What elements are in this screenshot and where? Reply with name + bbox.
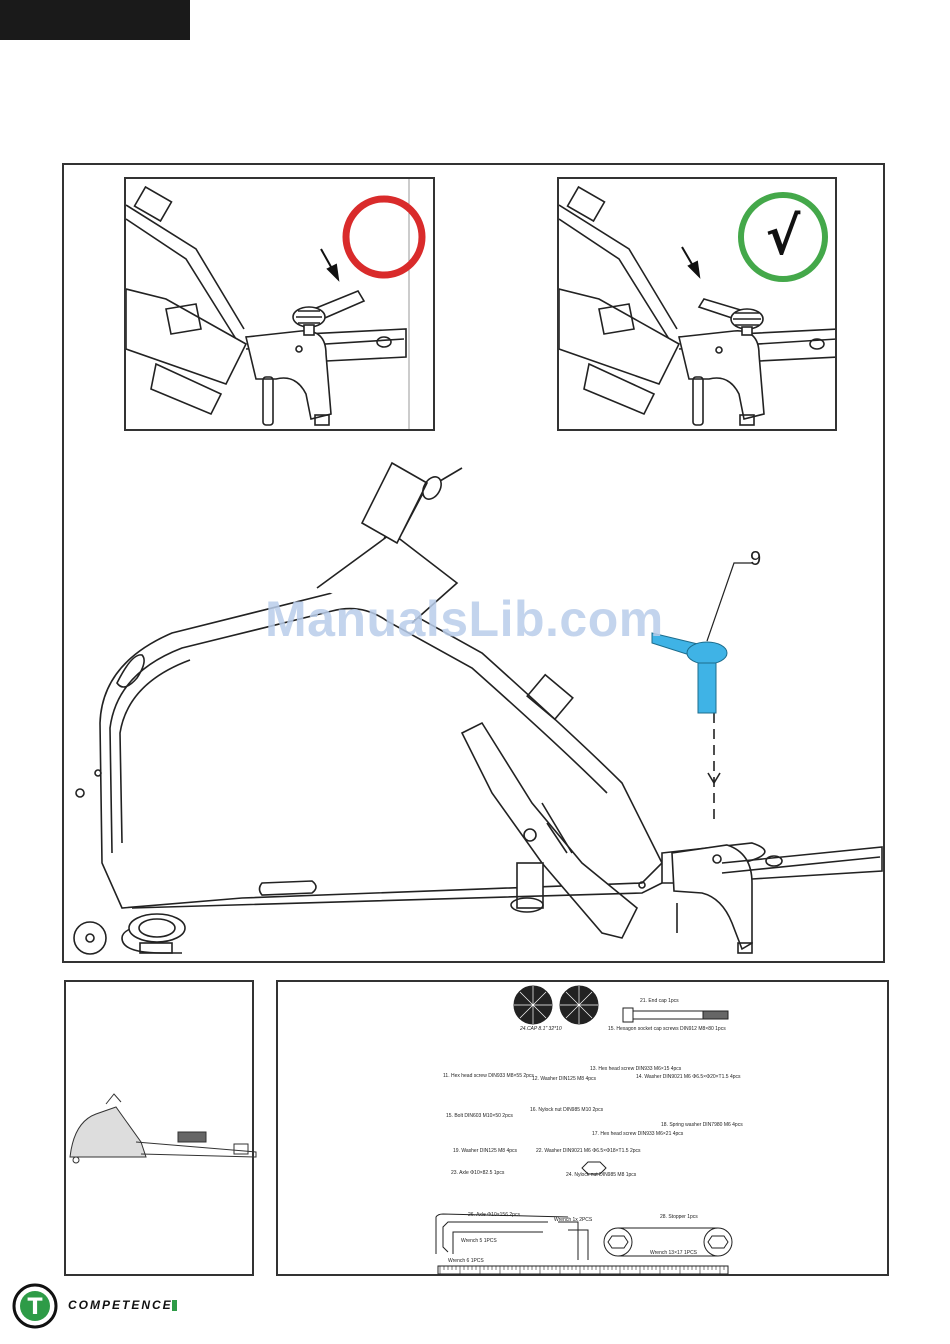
brand-logo: T <box>12 1283 58 1329</box>
main-illustration-frame <box>62 163 885 963</box>
parts-hardware-drawing <box>435 985 733 1275</box>
part-label: Wrench 1x 2PCS <box>554 1217 593 1223</box>
part-label: 15. Hexagon socket cap screws DIN912 M8×… <box>608 1026 726 1032</box>
parts-list-panel: 24.CAP 8.1" 32*10 21. End cap 1pcs 15. H… <box>276 980 889 1276</box>
part-label: 23. Axle Φ10×82.5 1pcs <box>451 1170 505 1176</box>
incorrect-detail-drawing <box>126 179 426 429</box>
part-label: Wrench 5 1PCS <box>461 1238 497 1244</box>
rower-assembly-drawing <box>73 461 883 955</box>
part-label: 22. Washer DIN9021 M6 Φ6.5×Φ18×T1.5 2pcs <box>536 1148 641 1154</box>
part-label: 11. Hex head screw DIN933 M8×55 2pcs <box>443 1073 534 1079</box>
correct-detail-drawing: √ <box>559 185 835 426</box>
watermark: ManualsLib.com <box>265 591 664 647</box>
part-label: 18. Spring washer DIN7980 M6 4pcs <box>661 1122 743 1128</box>
part-label: 24. Nylock nut DIN985 M8 1pcs <box>566 1172 637 1178</box>
part-label: Wrench 6 1PCS <box>448 1258 484 1264</box>
part-label: 26. Axle Φ10×156 2pcs <box>468 1212 520 1218</box>
part-label: 13. Hex head screw DIN933 M6×15 4pcs <box>590 1066 682 1072</box>
caps-label: 24.CAP 8.1" 32*10 <box>520 1026 562 1032</box>
part-label: Wrench 13×17 1PCS <box>650 1250 698 1256</box>
brand-logo-icon: T <box>12 1283 58 1329</box>
part-label: 15. Bolt DIN603 M10×50 2pcs <box>446 1113 513 1119</box>
part-label: 12. Washer DIN125 M8 4pcs <box>532 1076 597 1082</box>
part-label: 19. Washer DIN125 M8 4pcs <box>453 1148 518 1154</box>
correct-ring-icon <box>738 192 828 282</box>
overview-panel <box>64 980 257 1276</box>
incorrect-detail-panel <box>124 177 435 431</box>
part-callout-number: 9 <box>750 548 762 570</box>
checkmark-icon: √ <box>766 207 801 267</box>
overview-rower-drawing <box>69 1093 257 1164</box>
brand-name: COMPETENCE <box>68 1298 173 1312</box>
step-tab <box>0 0 190 40</box>
correct-detail-panel: √ <box>557 177 837 431</box>
part-label: 16. Nylock nut DIN985 M10 2pcs <box>530 1107 604 1113</box>
svg-text:T: T <box>27 1295 42 1320</box>
incorrect-ring-icon <box>342 195 426 279</box>
brand-bar-icon <box>172 1300 177 1311</box>
part-label: 14. Washer DIN9021 M6 Φ6.5×Φ20×T1.5 4pcs <box>636 1074 741 1080</box>
part-label: 17. Hex head screw DIN933 M6×21 4pcs <box>592 1131 684 1137</box>
part-label: 28. Stopper 1pcs <box>660 1214 698 1220</box>
knob-part-9-icon <box>651 632 728 714</box>
part-label: 21. End cap 1pcs <box>640 998 679 1004</box>
